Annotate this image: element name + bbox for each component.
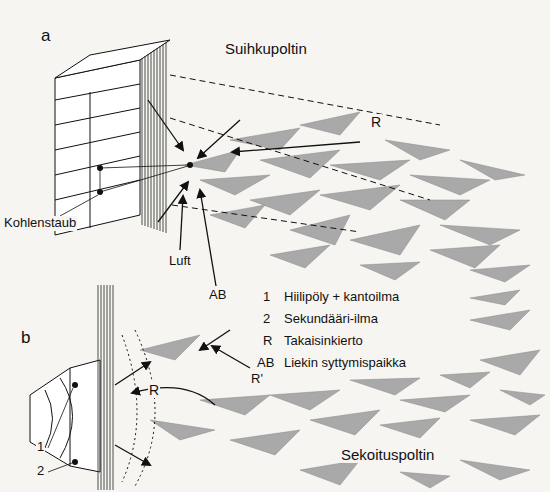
key-code: 2 — [262, 312, 271, 327]
flow-letter: R' — [250, 372, 264, 387]
key-text: Sekundääri-ilma — [283, 312, 379, 327]
callout-number: 1 — [36, 440, 45, 455]
flow-letter: R — [148, 382, 160, 398]
point-label: AB — [208, 288, 227, 303]
input-label: Kohlenstaub — [3, 216, 77, 231]
key-text: Takaisinkierto — [283, 334, 364, 349]
burner-title: Sekoituspoltin — [340, 446, 435, 463]
key-text: Hiilipöly + kantoilma — [283, 290, 400, 305]
key-code: R — [262, 334, 273, 349]
panel-letter: b — [20, 328, 31, 348]
key-code: AB — [256, 356, 275, 371]
burner-title: Suihkupoltin — [224, 40, 308, 57]
key-text: Liekin syttymispaikka — [283, 356, 407, 371]
panel-letter: a — [40, 26, 51, 46]
input-label: Luft — [168, 254, 192, 269]
callout-number: 2 — [36, 464, 45, 479]
flow-letter: R — [370, 114, 382, 130]
key-code: 1 — [262, 290, 271, 305]
